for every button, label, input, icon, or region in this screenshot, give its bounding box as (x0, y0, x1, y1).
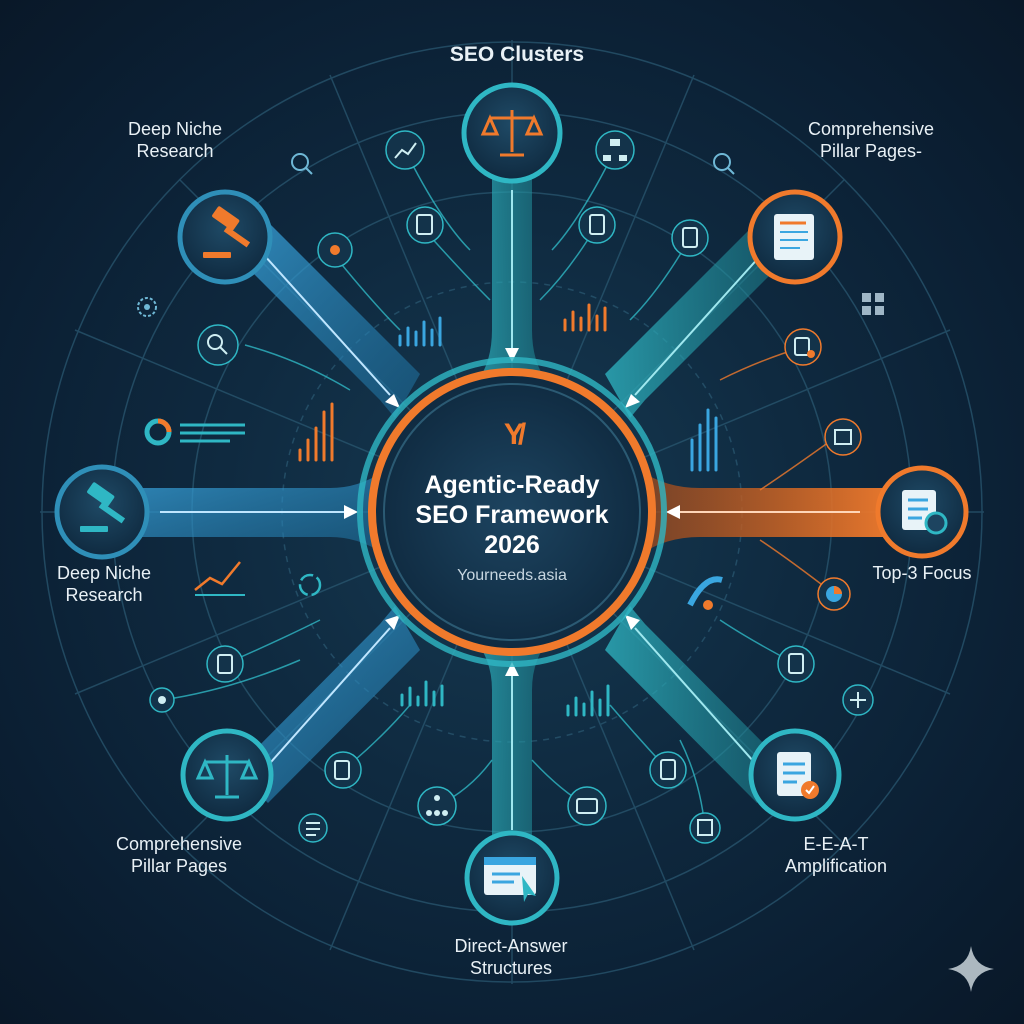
document-icon (784, 328, 822, 366)
bar-chart-motifs (298, 303, 718, 717)
node-left (54, 464, 150, 560)
label-top-right: Comprehensive Pillar Pages- (808, 118, 934, 162)
network-icon (317, 232, 353, 268)
move-icon (842, 684, 874, 716)
scan-icon (824, 418, 862, 456)
label-bottom-left: Comprehensive Pillar Pages (116, 833, 242, 877)
document-icon (578, 206, 616, 244)
label-left-line-2: Research (65, 585, 143, 605)
node-top-right (747, 189, 843, 285)
gavel-icon (203, 206, 251, 258)
donut-chart-icon (144, 418, 245, 446)
label-bottom-line-2: Structures (469, 958, 553, 978)
pie-chart-icon (817, 577, 851, 611)
sitemap-icon (595, 130, 635, 170)
scales-icon (195, 755, 259, 799)
gear-icon (137, 297, 157, 317)
node-top-left (177, 189, 273, 285)
node-bottom-left (180, 728, 274, 822)
label-left: Deep Niche Research (57, 562, 151, 606)
chart-document-icon (689, 812, 721, 844)
document-icon (774, 214, 814, 260)
checklist-icon (902, 490, 948, 535)
node-right (875, 465, 969, 559)
label-top-right-line-2: Pillar Pages- (819, 141, 923, 161)
label-top-left-line-2: Research (136, 141, 214, 161)
label-top-left-line-1: Deep Niche (127, 119, 223, 139)
grid-icon (862, 293, 884, 315)
node-bottom (464, 830, 560, 926)
label-bottom-right-line-2: Amplification (784, 856, 888, 876)
list-icon (298, 813, 328, 843)
label-bottom-left-line-1: Comprehensive (115, 834, 243, 854)
label-bottom-right: E-E-A-T Amplification (785, 833, 887, 877)
verified-document-icon (777, 752, 819, 799)
label-bottom: Direct-Answer Structures (454, 935, 567, 979)
edit-document-icon (406, 206, 444, 244)
browser-cursor-icon (484, 857, 536, 902)
document-icon (777, 645, 815, 683)
framework-title-line-3: 2026 (484, 531, 540, 559)
search-icon (197, 324, 239, 366)
gear-icon (149, 687, 175, 713)
search-icon (713, 153, 735, 175)
refresh-icon (298, 573, 322, 597)
label-bottom-left-line-2: Pillar Pages (130, 856, 228, 876)
hierarchy-icon (417, 786, 457, 826)
label-bottom-right-line-1: E-E-A-T (803, 834, 869, 854)
label-right: Top-3 Focus (872, 563, 972, 583)
beams (135, 170, 885, 855)
scales-icon (480, 110, 544, 157)
document-check-icon (671, 219, 709, 257)
framework-title-line-1: Agentic-Ready (424, 471, 600, 499)
label-bottom-line-1: Direct-Answer (454, 936, 568, 956)
label-left-line-1: Deep Niche (56, 563, 152, 583)
node-bottom-right (748, 728, 842, 822)
framework-website: Yourneeds.asia (457, 567, 567, 584)
folder-icon (567, 786, 607, 826)
sparkle-icon (948, 946, 994, 992)
label-seo-clusters: SEO Clusters (449, 43, 585, 66)
satellite-icons (137, 130, 884, 844)
gavel-icon (80, 482, 126, 532)
label-top-left: Deep Niche Research (128, 118, 222, 162)
label-top-right-line-1: Comprehensive (807, 119, 935, 139)
document-search-icon (324, 751, 362, 789)
framework-title-line-2: SEO Framework (415, 501, 609, 529)
chart-icon (385, 130, 425, 170)
document-icon (649, 751, 687, 789)
node-top (461, 82, 563, 184)
center-logo: Y/ (503, 418, 526, 451)
search-icon (291, 153, 313, 175)
trend-chart-icon (194, 561, 245, 596)
framework-title: Agentic-Ready SEO Framework 2026 (382, 470, 642, 560)
document-search-icon (206, 645, 244, 683)
arc-icon (687, 576, 723, 610)
center-hub (357, 357, 667, 667)
